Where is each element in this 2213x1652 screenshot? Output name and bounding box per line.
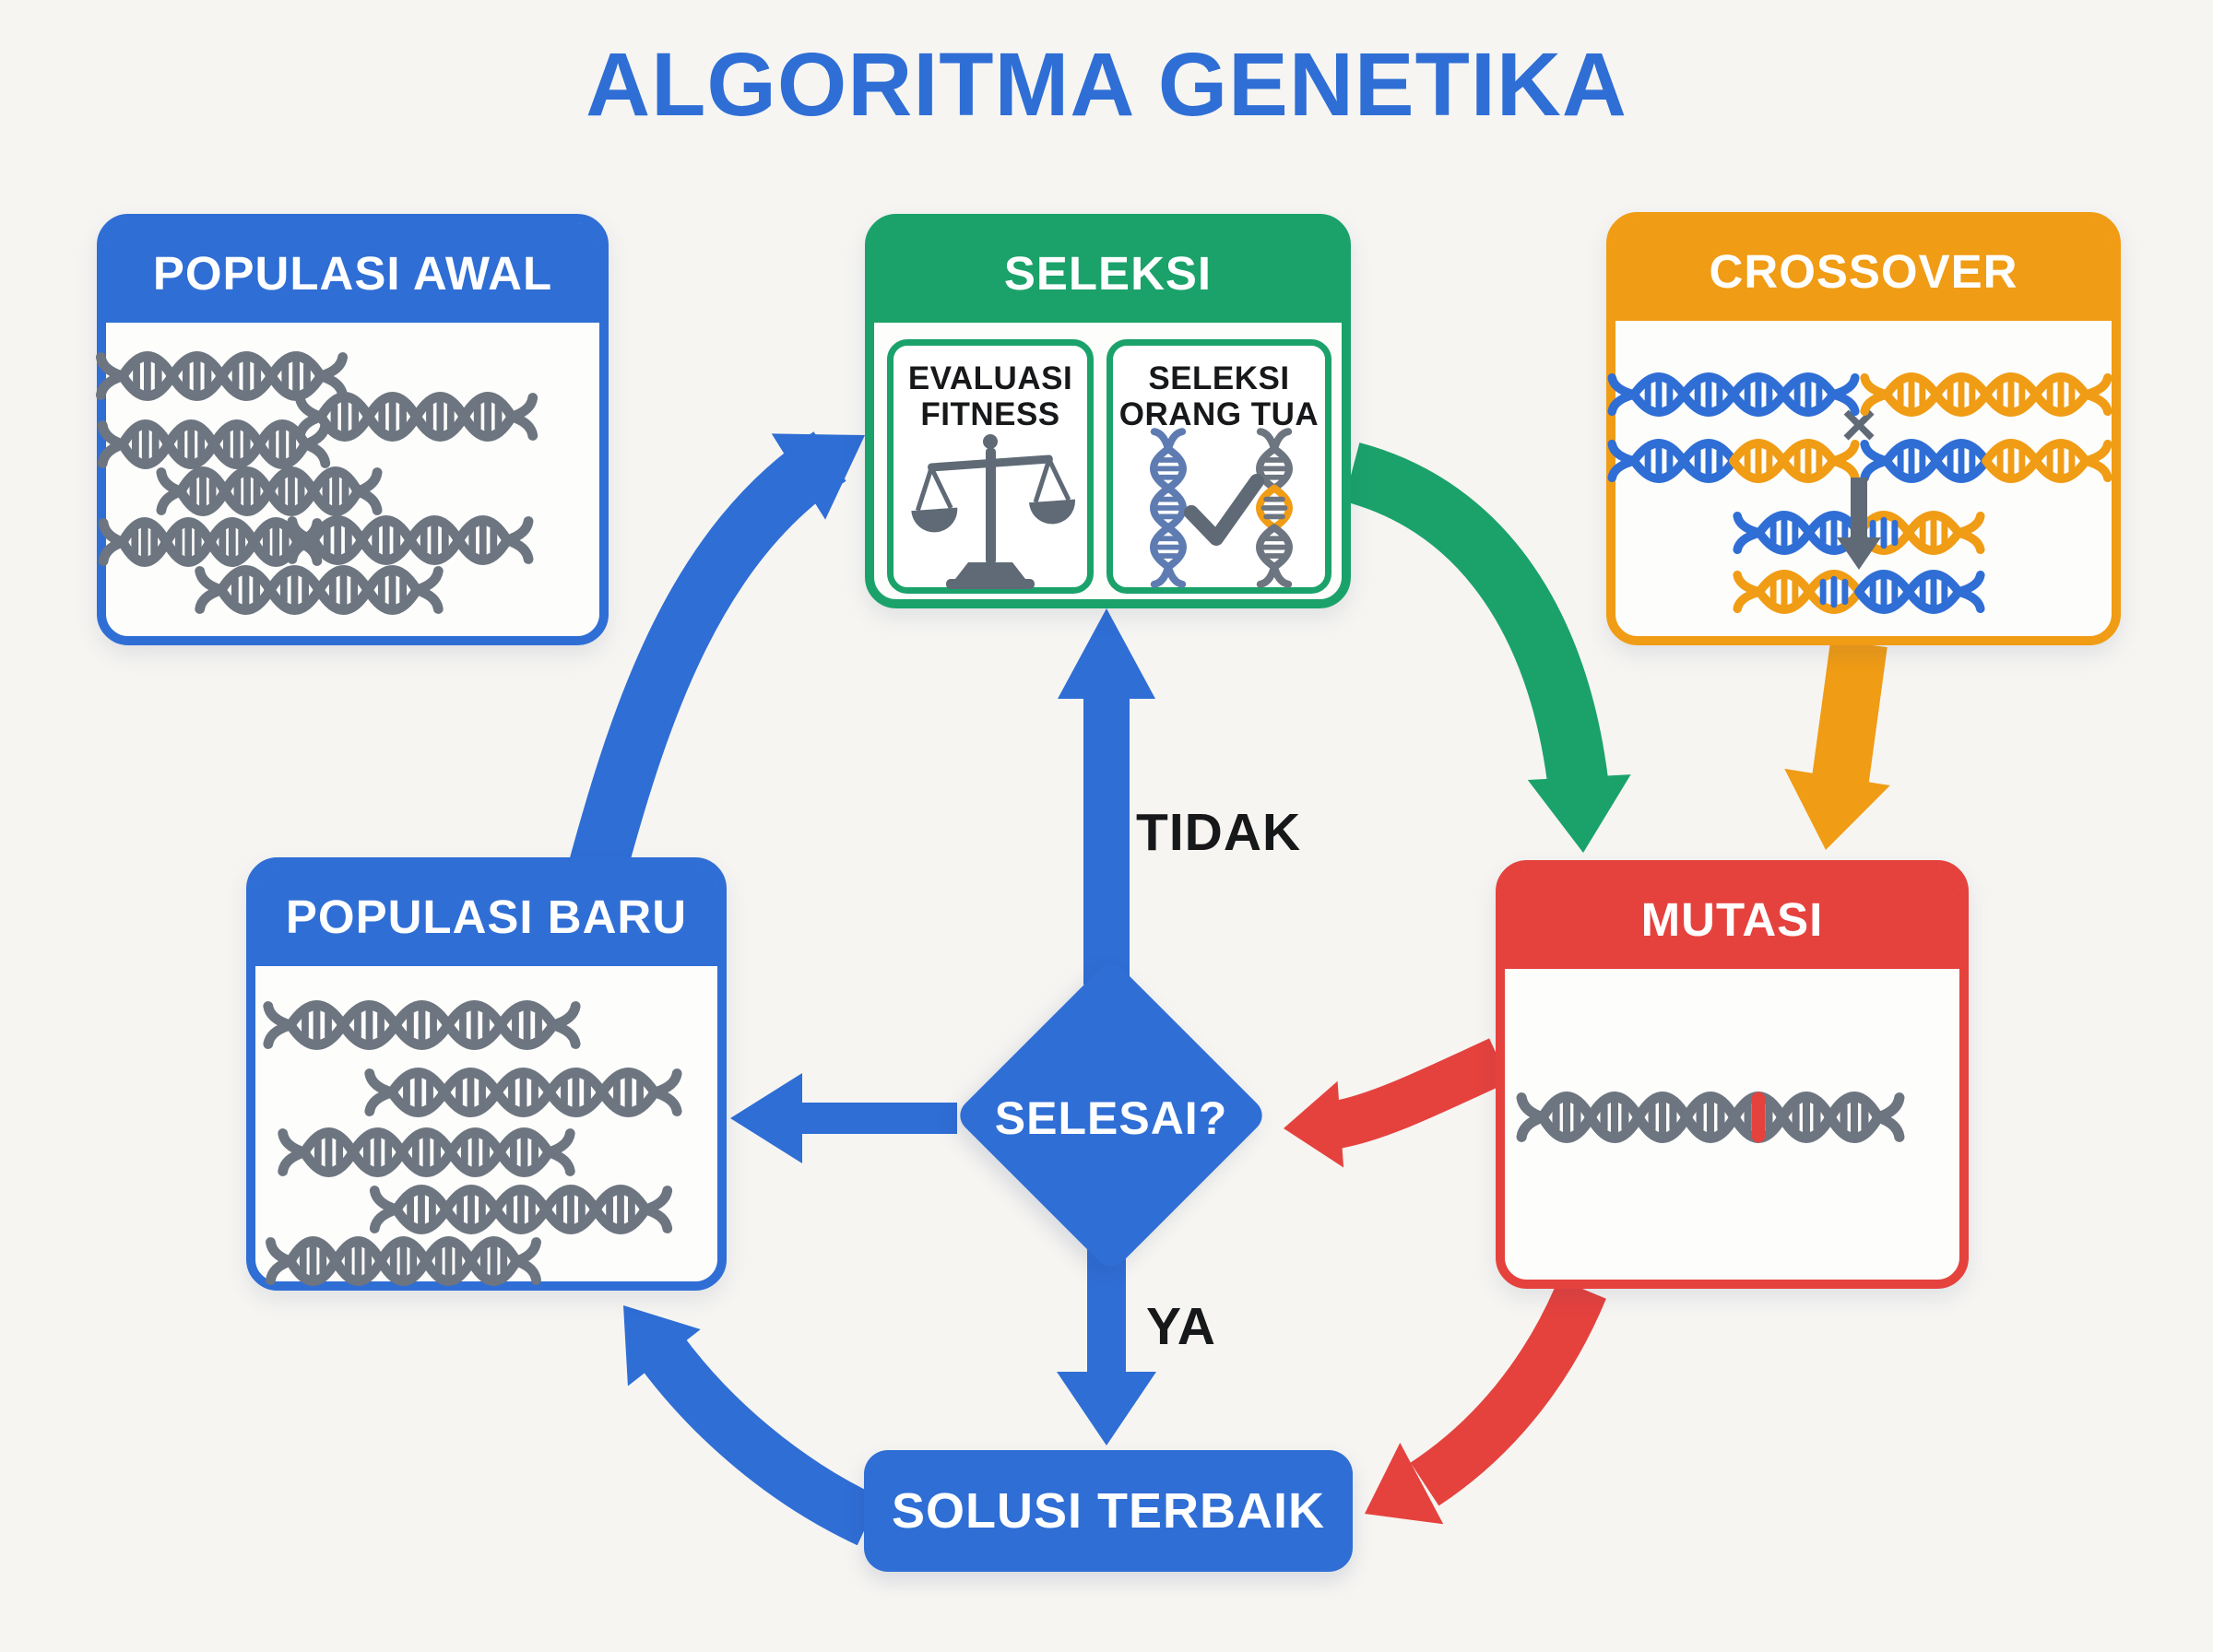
populasi-baru-header: POPULASI BARU <box>255 867 717 966</box>
cross-icon: × <box>1840 390 1877 458</box>
flow-arrow-seleksi-to-mutasi <box>1343 442 1631 853</box>
flow-arrow-selesai-to-newpop <box>730 1073 957 1163</box>
evaluasi-fitness-label: EVALUASI FITNESS <box>893 360 1087 432</box>
crossover-header: CROSSOVER <box>1615 221 2112 321</box>
flow-arrow-solusi-to-newpop <box>623 1305 881 1546</box>
populasi-awal-box: POPULASI AWAL <box>97 214 609 645</box>
seleksi-orang-tua-line2: ORANG TUA <box>1118 396 1320 433</box>
mutasi-box: MUTASI <box>1496 860 1969 1289</box>
seleksi-box: SELEKSI EVALUASI FITNESS SELEKSI ORANG T… <box>865 214 1351 608</box>
flow-arrow-mutasi-to-selesai <box>1284 1038 1509 1168</box>
evaluasi-fitness-subbox: EVALUASI FITNESS <box>887 339 1094 594</box>
branch-label-tidak: TIDAK <box>1136 803 1302 862</box>
seleksi-header: SELEKSI <box>874 223 1342 323</box>
evaluasi-fitness-line2: FITNESS <box>920 396 1060 433</box>
flow-arrow-selesai-to-solusi <box>1057 1245 1156 1446</box>
evaluasi-fitness-line1: EVALUASI <box>907 360 1073 396</box>
seleksi-orang-tua-line1: SELEKSI <box>1148 360 1290 396</box>
seleksi-orang-tua-label: SELEKSI ORANG TUA <box>1113 360 1325 432</box>
solusi-terbaik-box: SOLUSI TERBAIK <box>864 1450 1353 1572</box>
populasi-awal-header: POPULASI AWAL <box>106 223 599 323</box>
selesai-decision-label: SELESAI? <box>994 1092 1228 1144</box>
flow-arrow-newpop-to-seleksi <box>569 431 865 877</box>
mutasi-header: MUTASI <box>1505 869 1959 969</box>
flow-arrow-selesai-to-seleksi <box>1058 608 1155 985</box>
populasi-baru-box: POPULASI BARU <box>246 857 727 1291</box>
flow-arrow-crossover-to-mutasi <box>1784 639 1890 850</box>
flow-arrow-mutasi-to-solusi <box>1365 1279 1606 1525</box>
branch-label-ya: YA <box>1146 1297 1216 1356</box>
seleksi-orang-tua-subbox: SELEKSI ORANG TUA <box>1106 339 1331 594</box>
page-title: ALGORITMA GENETIKA <box>586 34 1627 135</box>
